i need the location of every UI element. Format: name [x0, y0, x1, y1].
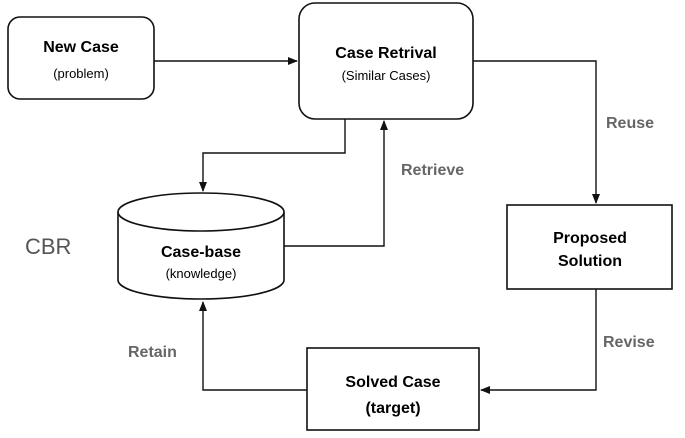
proposed-solution-title-line2: Solution	[558, 253, 622, 270]
reuse-label: Reuse	[606, 115, 654, 132]
arrow-retrival-to-case-base	[199, 119, 346, 192]
revise-label: Revise	[603, 334, 655, 351]
case-retrival-title: Case Retrival	[335, 45, 436, 62]
proposed-solution-box	[506, 204, 673, 290]
arrow-revise	[480, 289, 597, 394]
retrieve-label: Retrieve	[401, 162, 464, 179]
arrow-reuse	[473, 60, 600, 204]
node-case-base: Case-base (knowledge)	[117, 192, 285, 300]
solved-case-title: Solved Case	[345, 374, 440, 391]
new-case-subtitle: (problem)	[53, 66, 109, 81]
node-new-case: New Case (problem)	[7, 16, 155, 100]
proposed-solution-title: Proposed	[553, 230, 627, 247]
case-base-title: Case-base	[161, 244, 241, 261]
case-base-cylinder-body	[117, 212, 285, 300]
case-base-subtitle: (knowledge)	[166, 266, 237, 281]
cbr-label: CBR	[25, 234, 71, 259]
solved-case-box	[306, 347, 480, 431]
arrow-retrieve	[284, 120, 388, 247]
retain-label: Retain	[128, 344, 177, 361]
new-case-title: New Case	[43, 39, 119, 56]
node-solved-case: Solved Case (target)	[306, 347, 480, 431]
node-case-retrival: Case Retrival (Similar Cases)	[298, 2, 474, 120]
arrow-retain	[199, 301, 307, 391]
node-proposed-solution: Proposed Solution	[506, 204, 673, 290]
new-case-box	[7, 16, 155, 100]
solved-case-title-line2: (target)	[365, 400, 420, 417]
case-retrival-subtitle: (Similar Cases)	[342, 68, 431, 83]
case-base-cylinder-top	[117, 192, 285, 232]
